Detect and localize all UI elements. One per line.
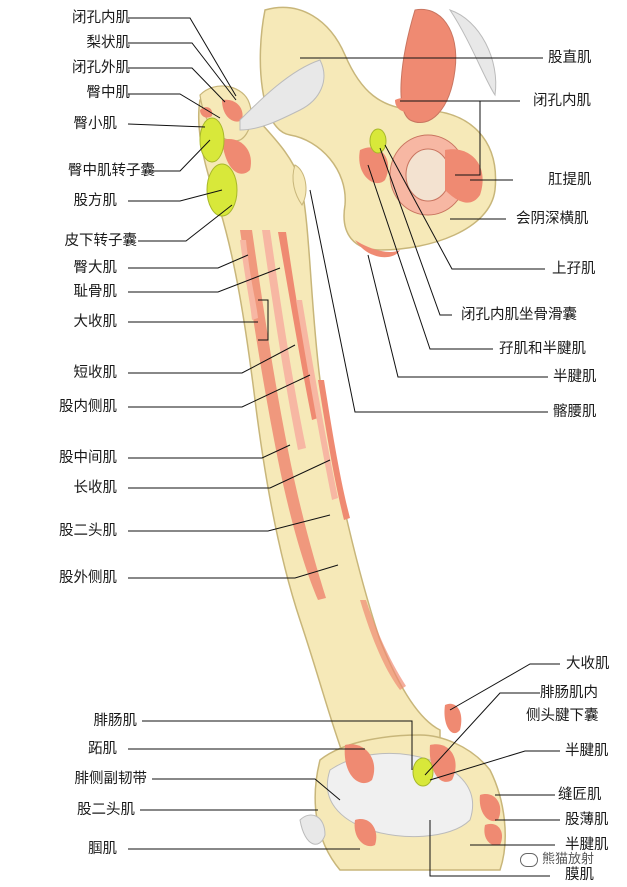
label-popliteus: 腘肌 — [88, 840, 117, 858]
label-gluteus-medius: 臀中肌 — [87, 84, 131, 102]
label-gastrocnemius: 腓肠肌 — [94, 712, 138, 730]
label-gracilis: 股薄肌 — [565, 811, 609, 829]
wechat-icon — [520, 853, 538, 867]
watermark-text: 熊猫放射 — [542, 852, 594, 867]
label-gastrocnemius-medial-bursa-line1: 腓肠肌内 — [540, 684, 598, 702]
label-gluteus-maximus: 臀大肌 — [74, 259, 118, 277]
label-biceps-femoris-lower: 股二头肌 — [77, 801, 135, 819]
watermark: 熊猫放射 — [520, 848, 594, 867]
label-sciatic-bursa-obturator-internus: 闭孔内肌坐骨滑囊 — [461, 306, 577, 324]
label-adductor-magnus-right: 大收肌 — [566, 655, 610, 673]
label-obturator-externus: 闭孔外肌 — [72, 59, 130, 77]
label-iliopsoas: 髂腰肌 — [553, 403, 597, 421]
label-subcutaneous-trochanteric-bursa: 皮下转子囊 — [65, 232, 138, 250]
label-vastus-lateralis: 股外侧肌 — [59, 569, 117, 587]
label-obturator-internus-right: 闭孔内肌 — [533, 92, 591, 110]
label-semitendinosus-knee: 半腱肌 — [565, 742, 609, 760]
label-gluteus-minimus: 臀小肌 — [74, 115, 118, 133]
label-obturator-internus-left: 闭孔内肌 — [72, 9, 130, 27]
label-vastus-intermedius: 股中间肌 — [59, 449, 117, 467]
label-levator-ani: 肛提肌 — [548, 171, 592, 189]
label-superior-gemellus: 上孖肌 — [552, 260, 596, 278]
label-plantaris: 跖肌 — [88, 740, 117, 758]
label-adductor-longus: 长收肌 — [74, 479, 118, 497]
label-piriformis: 梨状肌 — [87, 34, 131, 52]
label-fibular-collateral-ligament: 腓侧副韧带 — [75, 770, 148, 788]
label-adductor-magnus-left: 大收肌 — [74, 313, 118, 331]
label-gastrocnemius-medial-bursa-line2: 侧头腱下囊 — [526, 707, 599, 725]
label-trochanteric-bursa-gluteus-medius: 臀中肌转子囊 — [68, 162, 155, 180]
label-biceps-femoris-upper: 股二头肌 — [59, 522, 117, 540]
label-quadratus-femoris: 股方肌 — [74, 192, 118, 210]
label-semimembranosus: 膜肌 — [565, 866, 594, 884]
label-rectus-femoris: 股直肌 — [548, 49, 592, 67]
label-adductor-brevis: 短收肌 — [74, 364, 118, 382]
label-pectineus: 耻骨肌 — [74, 283, 118, 301]
label-sartorius: 缝匠肌 — [558, 786, 602, 804]
label-vastus-medialis: 股内侧肌 — [59, 398, 117, 416]
label-deep-transverse-perineal: 会阴深横肌 — [516, 210, 589, 228]
label-gemellus-and-semitendinosus: 孖肌和半腱肌 — [499, 340, 586, 358]
label-semitendinosus-upper: 半腱肌 — [553, 368, 597, 386]
